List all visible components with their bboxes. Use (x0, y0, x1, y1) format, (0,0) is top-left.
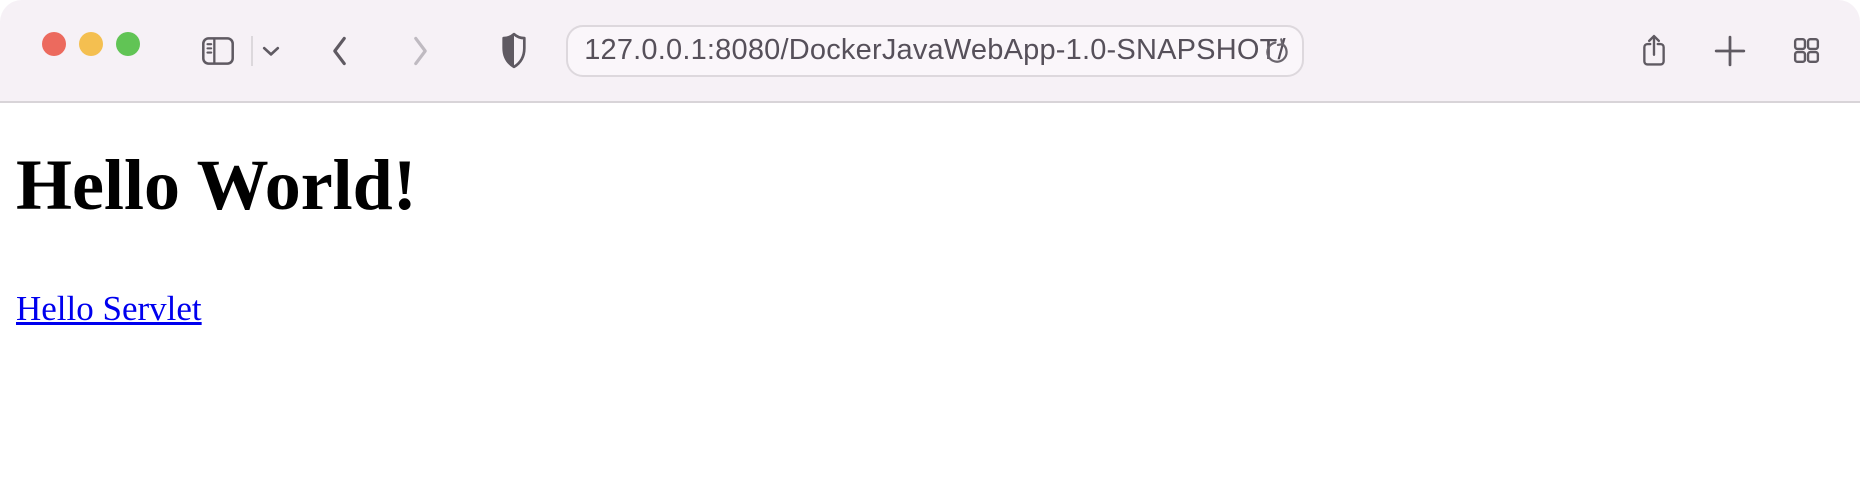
chevron-left-icon (333, 36, 346, 65)
grid-icon (1793, 37, 1820, 64)
forward-button[interactable] (410, 34, 431, 68)
browser-toolbar: 127.0.0.1:8080/DockerJavaWebApp-1.0-SNAP… (0, 0, 1860, 103)
chevron-down-icon (262, 46, 280, 56)
hello-servlet-link[interactable]: Hello Servlet (16, 288, 202, 328)
privacy-shield-icon (502, 32, 526, 69)
close-window-button[interactable] (42, 31, 66, 56)
sidebar-menu-chevron-button[interactable] (262, 45, 280, 57)
plus-icon (1714, 35, 1746, 66)
page-content: Hello World! Hello Servlet (0, 103, 1860, 486)
reload-icon (1266, 37, 1288, 63)
url-text[interactable]: 127.0.0.1:8080/DockerJavaWebApp-1.0-SNAP… (584, 34, 1286, 66)
traffic-lights (42, 31, 140, 56)
back-button[interactable] (329, 34, 350, 68)
chevron-right-icon (414, 36, 427, 65)
minimize-window-button[interactable] (79, 31, 103, 56)
privacy-report-button[interactable] (497, 31, 531, 70)
share-button[interactable] (1639, 32, 1669, 69)
address-bar[interactable]: 127.0.0.1:8080/DockerJavaWebApp-1.0-SNAP… (566, 24, 1304, 77)
toolbar-right-icons (1639, 32, 1822, 69)
zoom-window-button[interactable] (116, 31, 140, 56)
toolbar-divider (251, 35, 253, 66)
tab-overview-button[interactable] (1791, 35, 1822, 66)
share-icon (1643, 34, 1665, 66)
reload-button[interactable] (1261, 35, 1293, 67)
page-heading: Hello World! (16, 145, 417, 225)
sidebar-toggle-button[interactable] (197, 30, 239, 72)
new-tab-button[interactable] (1713, 34, 1747, 68)
sidebar-icon (202, 36, 234, 65)
link-row: Hello Servlet (16, 289, 1844, 329)
